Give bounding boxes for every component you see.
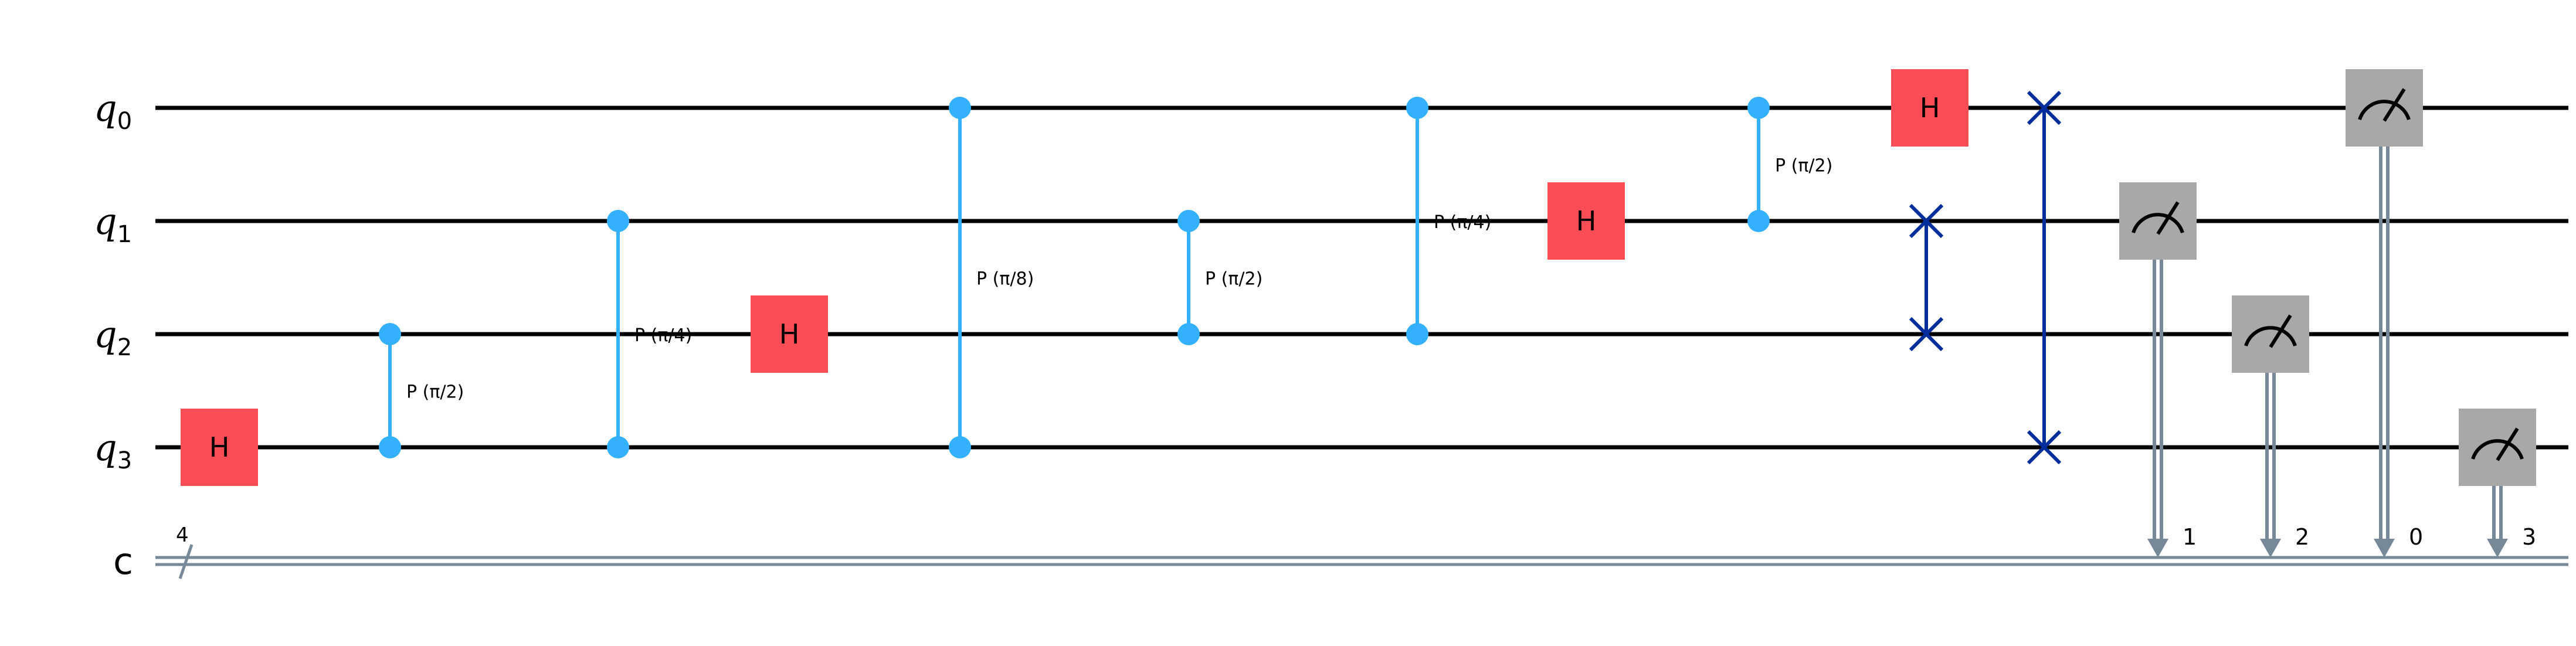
- qubit-label-name: q: [94, 313, 117, 356]
- classical-bundle-slash: [178, 544, 194, 579]
- measure-arrowhead: [2260, 539, 2281, 557]
- swap-cross-0-b: [1909, 203, 1944, 239]
- cphase-target-dot: [607, 436, 629, 458]
- cphase-angle-label: P (π/4): [1434, 212, 1491, 233]
- cphase-angle-label: P (π/8): [976, 269, 1034, 290]
- measure-box: [2459, 409, 2536, 486]
- measure-bit-label: 3: [2522, 524, 2536, 550]
- qubit-label-index: 1: [117, 221, 132, 248]
- wires-layer: [155, 106, 2568, 579]
- classical-register-size: 4: [176, 523, 189, 547]
- cphase-angle-label: P (π/4): [634, 325, 692, 346]
- h-gate-label: H: [1920, 92, 1940, 124]
- qubit-label-index: 2: [117, 334, 132, 361]
- cphase-target-dot: [1177, 323, 1200, 345]
- swap-cross-1-b: [1909, 317, 1944, 352]
- measure-arrowhead: [2147, 539, 2168, 557]
- qubit-label-name: q: [94, 200, 117, 243]
- measure-arrowhead: [2374, 539, 2395, 557]
- measure-meter-needle: [2156, 201, 2180, 235]
- qubit-label-2: q2: [94, 313, 132, 361]
- qubit-label-index: 3: [117, 447, 132, 474]
- h-gate-label: H: [209, 431, 230, 463]
- cphase-control-dot: [607, 210, 629, 232]
- cphase-target-dot: [1747, 210, 1770, 232]
- cphase-target-dot: [379, 436, 401, 458]
- cphase-control-dot: [1747, 97, 1770, 119]
- qubit-label-index: 0: [117, 108, 132, 135]
- classical-register-label: c: [113, 540, 133, 583]
- cphase-angle-label: P (π/2): [1205, 269, 1262, 290]
- cphase-control-dot: [1177, 210, 1200, 232]
- swap-cross-0-b: [2027, 90, 2062, 125]
- qubit-label-0: q0: [94, 87, 132, 135]
- measure-bit-label: 1: [2183, 524, 2197, 550]
- measure-arrowhead: [2487, 539, 2508, 557]
- measure-meter-arc: [2244, 326, 2297, 346]
- qubit-label-3: q3: [94, 426, 132, 474]
- measure-meter-needle: [2269, 314, 2292, 348]
- measure-meter-needle: [2382, 88, 2406, 122]
- qubit-label-name: q: [94, 426, 117, 469]
- measure-meter-needle: [2496, 427, 2519, 461]
- cphase-control-dot: [949, 97, 971, 119]
- cphase-control-dot: [1406, 97, 1428, 119]
- h-gate-label: H: [1576, 205, 1597, 237]
- measure-box: [2119, 182, 2197, 260]
- h-gate-box: [751, 295, 828, 373]
- measure-meter-arc: [2358, 100, 2411, 120]
- cphase-angle-label: P (π/2): [406, 382, 464, 403]
- measure-meter-arc: [2471, 439, 2524, 460]
- h-gate-box: [181, 409, 258, 486]
- qubit-label-name: q: [94, 87, 117, 130]
- h-gate-box: [1891, 69, 1969, 147]
- measure-meter-arc: [2132, 213, 2184, 233]
- gates-layer: H P (π/2) P (π/4) H P (π/8) P (π/2) P (π/4) H P …: [181, 69, 2536, 557]
- cphase-target-dot: [1406, 323, 1428, 345]
- measure-bit-label: 0: [2409, 524, 2423, 550]
- measure-bit-label: 2: [2295, 524, 2309, 550]
- swap-cross-1-b: [2027, 430, 2062, 465]
- measure-box: [2346, 69, 2423, 147]
- qubit-label-1: q1: [94, 200, 132, 248]
- h-gate-label: H: [779, 318, 800, 350]
- cphase-target-dot: [949, 436, 971, 458]
- h-gate-box: [1547, 182, 1625, 260]
- measure-box: [2232, 295, 2309, 373]
- cphase-angle-label: P (π/2): [1775, 156, 1832, 176]
- cphase-control-dot: [379, 323, 401, 345]
